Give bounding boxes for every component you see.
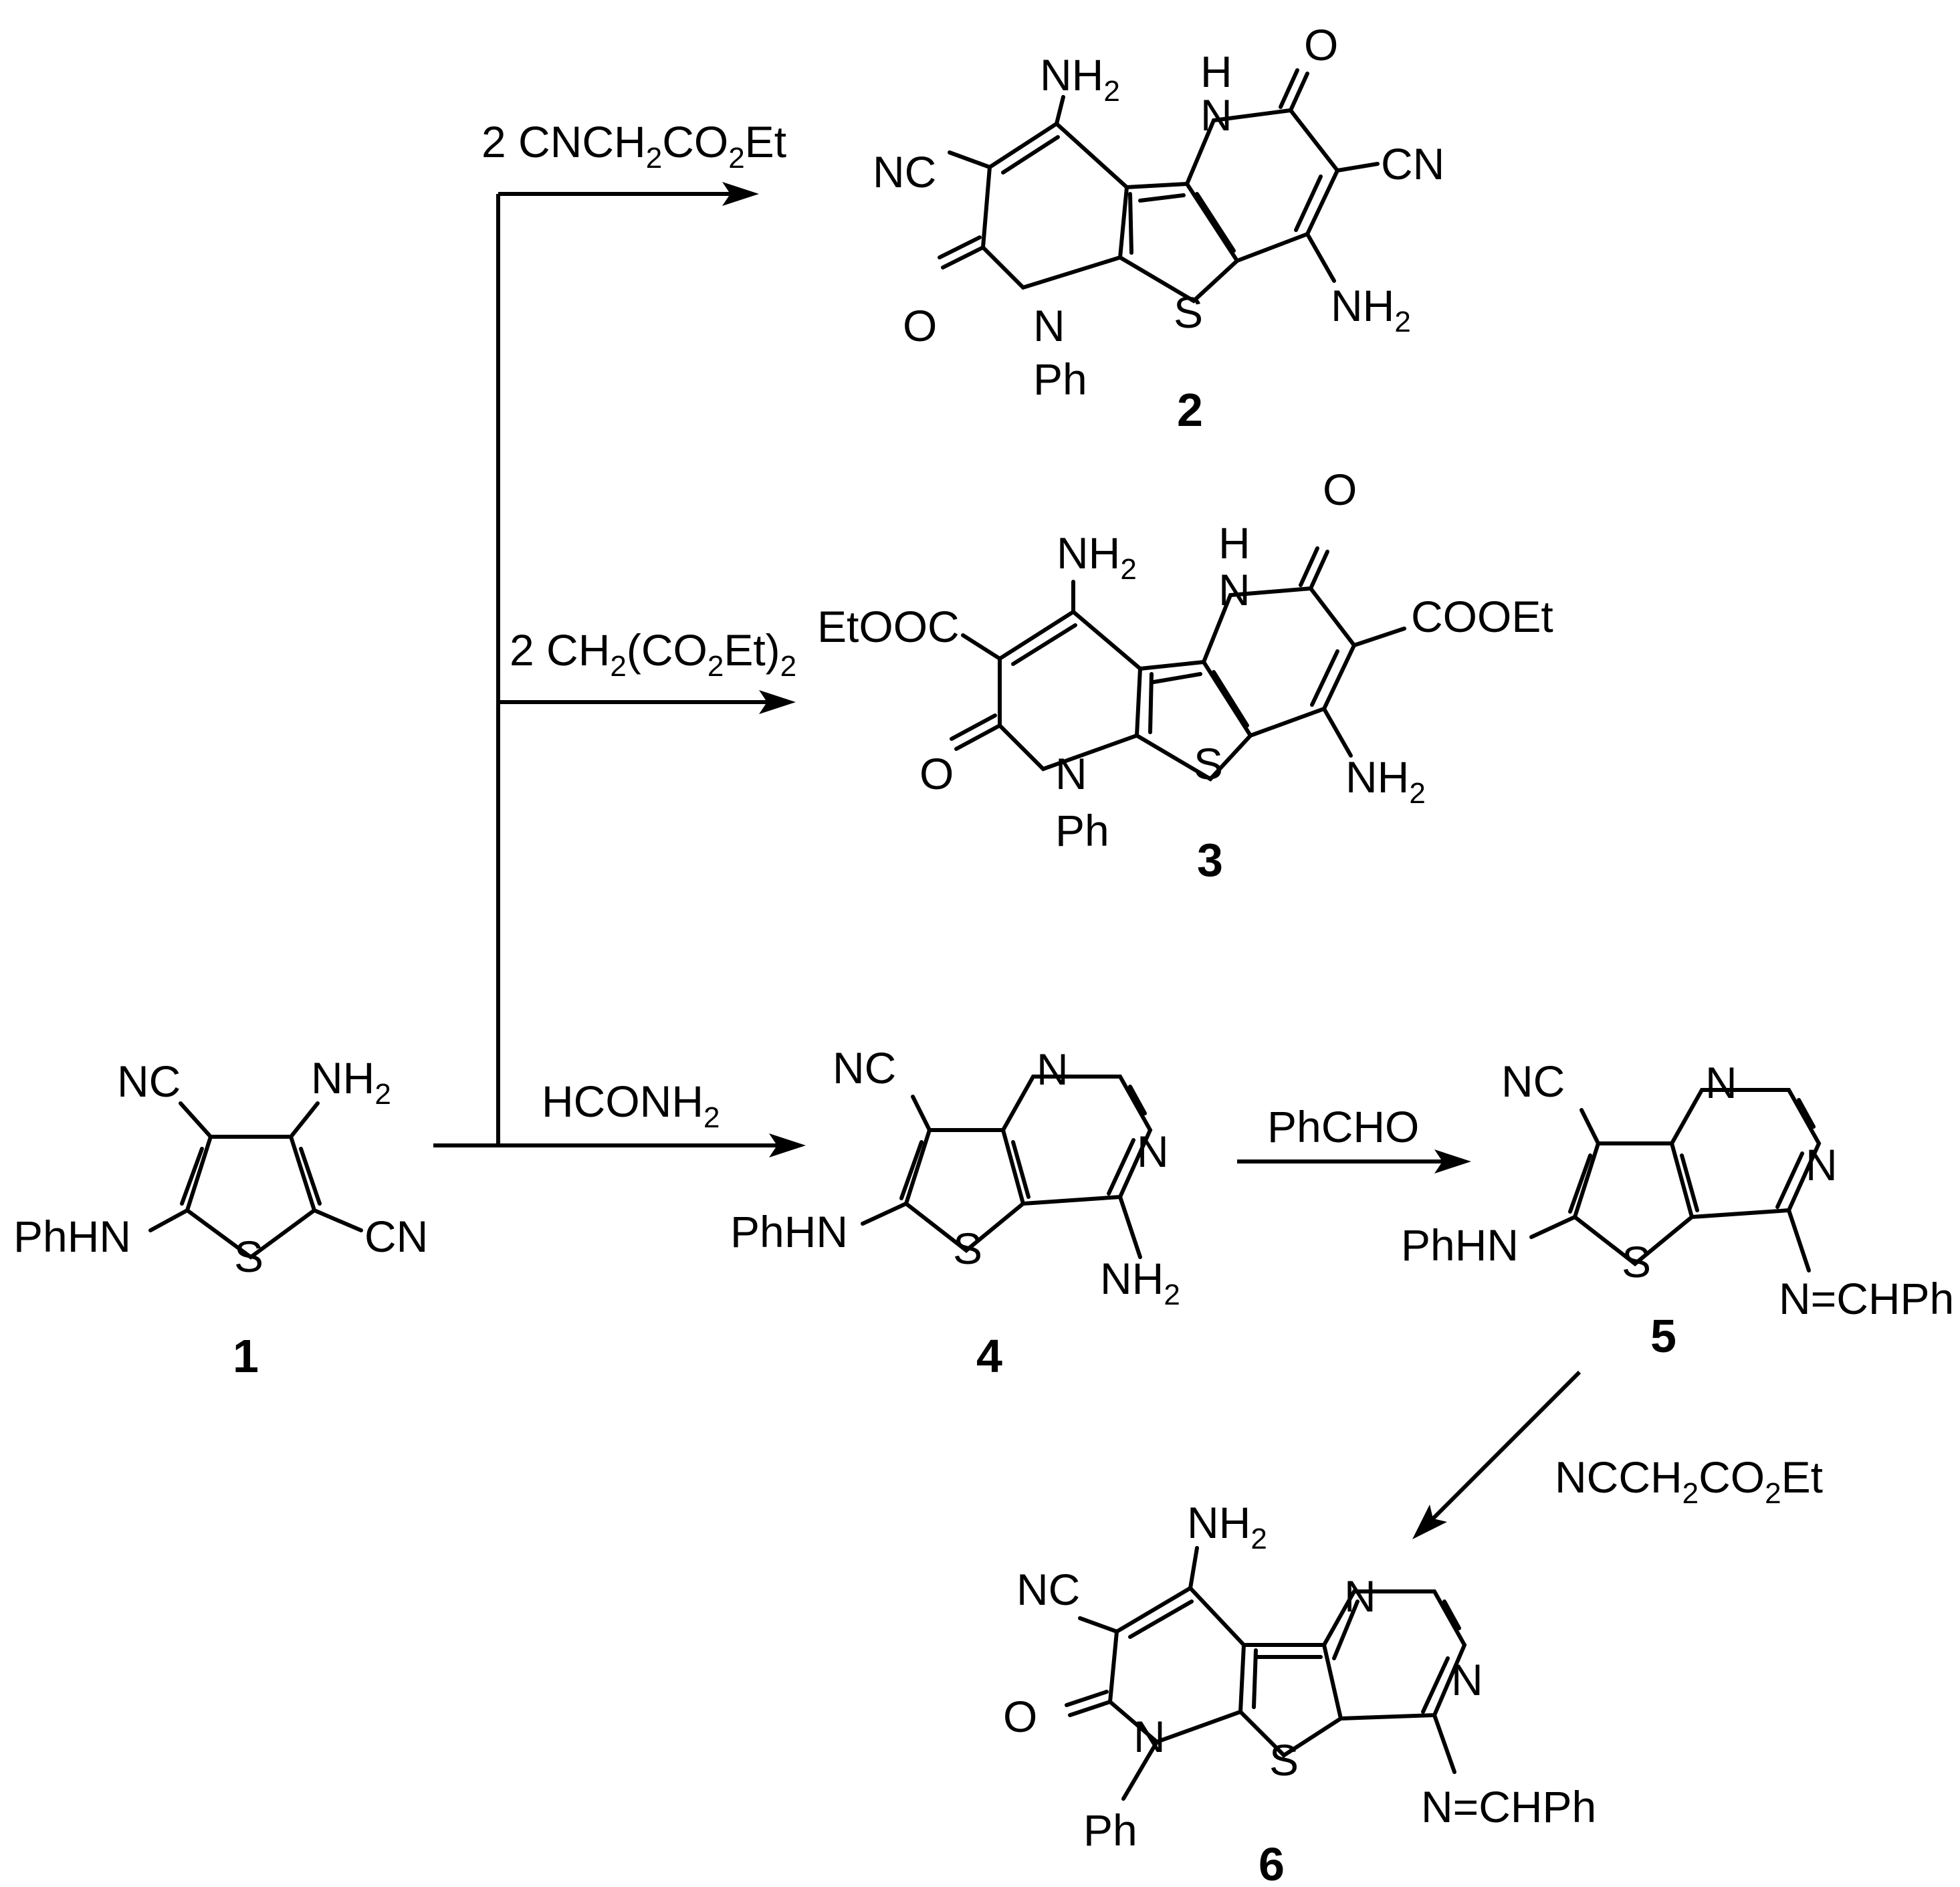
- svg-text:PhHN: PhHN: [13, 1212, 131, 1261]
- compound-1-label: 1: [233, 1330, 259, 1382]
- arrow-to-6: [1430, 1370, 1582, 1521]
- svg-text:N: N: [1200, 90, 1232, 140]
- svg-text:S: S: [1622, 1237, 1651, 1287]
- svg-text:O: O: [1003, 1692, 1037, 1741]
- compound-6: NH2 NC N N O N S Ph N=CHPh 6: [1003, 1498, 1596, 1887]
- reagent-label-2: 2 CNCH2CO2Et: [481, 117, 786, 175]
- compound-3-label: 3: [1197, 834, 1223, 886]
- compound-6-label: 6: [1259, 1838, 1285, 1887]
- svg-text:N: N: [1133, 1712, 1166, 1761]
- svg-text:O: O: [919, 749, 954, 798]
- svg-text:N: N: [1705, 1058, 1737, 1107]
- svg-text:NH2: NH2: [1057, 528, 1137, 586]
- svg-text:N: N: [1806, 1140, 1838, 1190]
- svg-text:NH2: NH2: [311, 1053, 391, 1111]
- svg-text:S: S: [1194, 739, 1223, 788]
- svg-text:Ph: Ph: [1055, 806, 1109, 855]
- svg-text:Ph: Ph: [1033, 354, 1087, 404]
- svg-text:HCONH2: HCONH2: [542, 1077, 720, 1134]
- svg-text:PhHN: PhHN: [730, 1207, 848, 1256]
- arrowhead-to-2: [722, 182, 759, 206]
- svg-text:N: N: [1033, 301, 1065, 350]
- svg-text:CN: CN: [364, 1212, 428, 1261]
- svg-text:COOEt: COOEt: [1411, 592, 1553, 641]
- svg-text:NH2: NH2: [1187, 1498, 1267, 1555]
- compound-2-label: 2: [1177, 384, 1203, 436]
- svg-text:N=CHPh: N=CHPh: [1779, 1274, 1954, 1323]
- svg-text:2 CH2(CO2Et)2: 2 CH2(CO2Et)2: [510, 625, 796, 683]
- compound-4-label: 4: [976, 1330, 1002, 1382]
- svg-text:O: O: [903, 301, 937, 350]
- reaction-arrows: [433, 182, 1582, 1539]
- svg-text:NC: NC: [117, 1057, 181, 1106]
- svg-text:N: N: [1055, 749, 1087, 798]
- reagent-label-6: NCCH2CO2Et: [1555, 1452, 1823, 1510]
- svg-text:S: S: [953, 1224, 982, 1273]
- svg-text:PhHN: PhHN: [1401, 1220, 1519, 1270]
- compound-2: NH2 NC H N O CN NH2 O N Ph S 2: [873, 20, 1444, 436]
- svg-text:N: N: [1344, 1571, 1376, 1621]
- arrowhead-to-5: [1434, 1149, 1471, 1174]
- svg-text:N: N: [1451, 1655, 1483, 1704]
- svg-text:NCCH2CO2Et: NCCH2CO2Et: [1555, 1452, 1823, 1510]
- compound-5-label: 5: [1650, 1310, 1676, 1362]
- reagent-label-4: HCONH2: [542, 1077, 720, 1134]
- arrowhead-to-3: [759, 690, 796, 714]
- svg-text:N: N: [1137, 1127, 1169, 1176]
- svg-text:NH2: NH2: [1331, 281, 1411, 338]
- svg-text:CN: CN: [1381, 139, 1444, 189]
- svg-text:2 CNCH2CO2Et: 2 CNCH2CO2Et: [481, 117, 786, 175]
- compound-4: NC N N PhHN S NH2 4: [730, 1043, 1180, 1382]
- svg-text:Ph: Ph: [1083, 1805, 1137, 1855]
- svg-text:O: O: [1304, 20, 1338, 70]
- svg-text:NH2: NH2: [1345, 752, 1426, 810]
- svg-text:N: N: [1037, 1044, 1069, 1094]
- arrowhead-to-4: [769, 1133, 806, 1157]
- svg-text:N=CHPh: N=CHPh: [1421, 1782, 1596, 1832]
- arrowhead-to-6: [1412, 1505, 1447, 1539]
- svg-text:H: H: [1200, 47, 1232, 96]
- svg-text:NC: NC: [1501, 1057, 1565, 1106]
- svg-text:PhCHO: PhCHO: [1267, 1102, 1419, 1151]
- reagent-label-5: PhCHO: [1267, 1102, 1419, 1151]
- reagent-label-3: 2 CH2(CO2Et)2: [510, 625, 796, 683]
- svg-text:N: N: [1218, 565, 1250, 615]
- svg-text:NH2: NH2: [1040, 50, 1120, 108]
- svg-text:NC: NC: [833, 1043, 896, 1093]
- svg-text:NH2: NH2: [1100, 1254, 1180, 1311]
- svg-text:NC: NC: [873, 147, 936, 197]
- svg-text:H: H: [1218, 518, 1250, 568]
- svg-text:S: S: [234, 1232, 263, 1281]
- compound-1: NC NH2 PhHN CN S 1: [13, 1053, 428, 1382]
- svg-text:NC: NC: [1016, 1565, 1080, 1614]
- svg-text:S: S: [1174, 288, 1203, 337]
- compound-3: NH2 EtOOC H N O COOEt NH2 O N Ph S 3: [817, 465, 1553, 886]
- svg-text:EtOOC: EtOOC: [817, 602, 960, 651]
- svg-text:O: O: [1323, 465, 1357, 514]
- compound-5: NC N N PhHN S N=CHPh 5: [1401, 1057, 1954, 1362]
- svg-text:S: S: [1269, 1735, 1299, 1785]
